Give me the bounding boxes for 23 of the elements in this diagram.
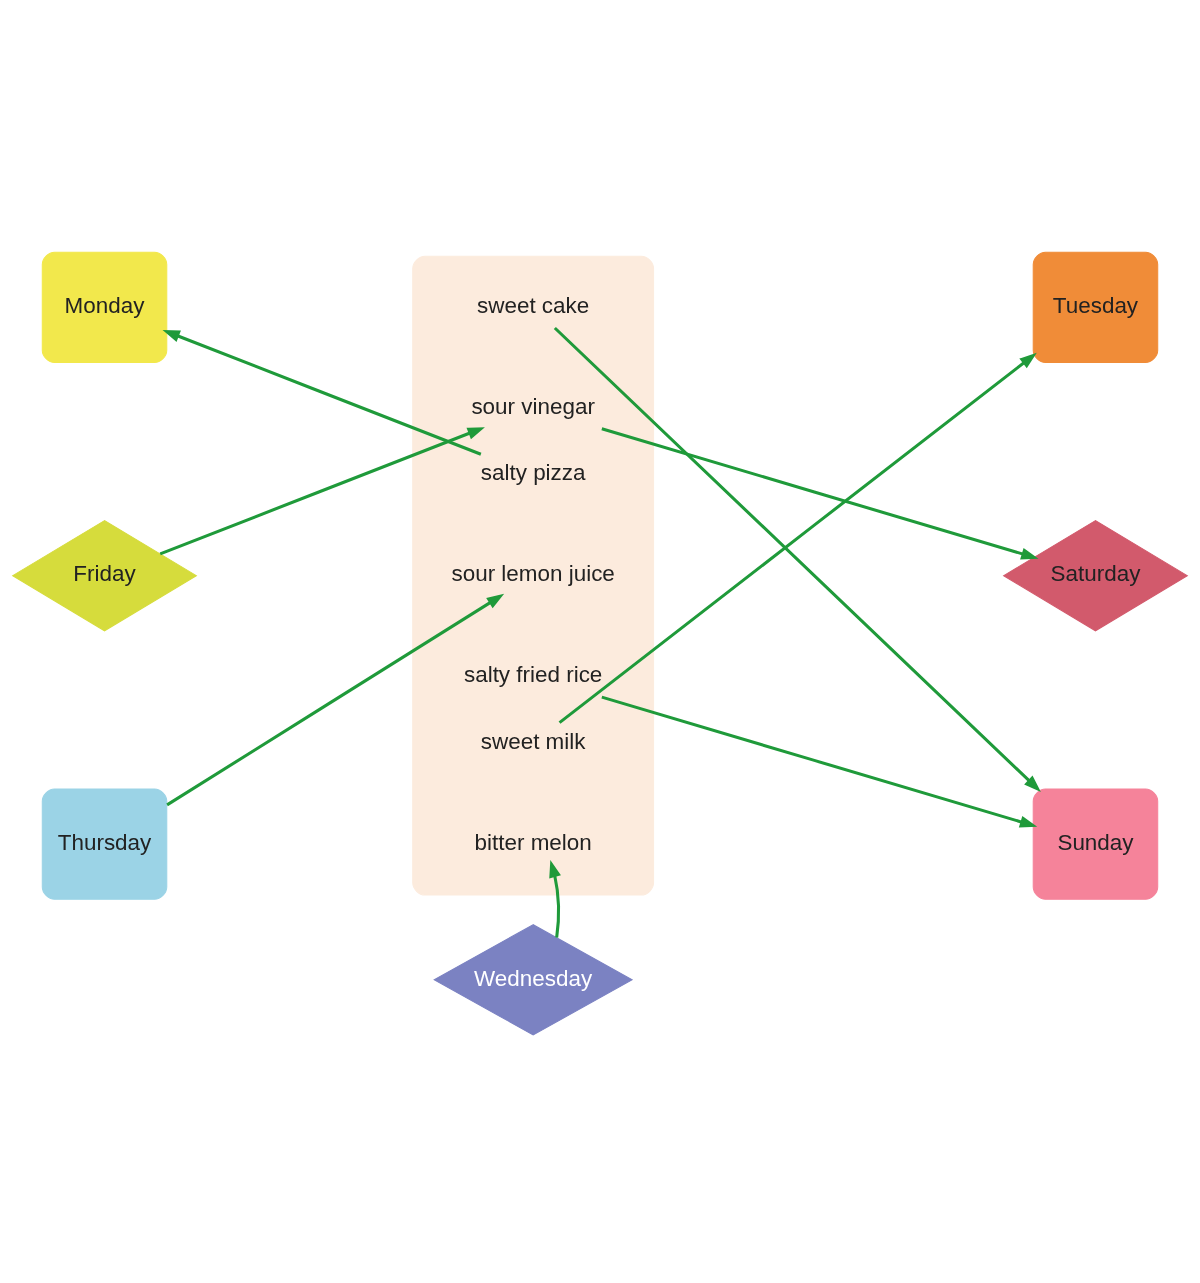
node-text: salty fried rice xyxy=(463,662,603,688)
cluster xyxy=(412,255,655,896)
arrow xyxy=(601,427,1039,560)
arrow xyxy=(549,860,561,938)
node-diamond: Wednesday xyxy=(433,924,634,1036)
arrow xyxy=(601,695,1038,828)
node-text: sour vinegar xyxy=(471,394,595,420)
arrow xyxy=(162,329,482,456)
arrow xyxy=(553,326,1041,792)
arrow xyxy=(558,352,1037,724)
node-text: sweet cake xyxy=(477,292,590,318)
node-box: Tuesday xyxy=(1032,251,1159,363)
node-text: sweet milk xyxy=(480,728,586,754)
node-text: bitter melon xyxy=(474,829,592,855)
node-box: Monday xyxy=(41,251,168,363)
node-diamond: Friday xyxy=(11,519,198,632)
arrow xyxy=(159,427,485,556)
arrow xyxy=(166,593,505,807)
node-text: sour lemon juice xyxy=(451,561,615,587)
node-diamond: Saturday xyxy=(1002,519,1189,632)
node-box: Thursday xyxy=(41,788,168,900)
node-box: Sunday xyxy=(1032,788,1159,900)
node-text: salty pizza xyxy=(480,460,586,486)
